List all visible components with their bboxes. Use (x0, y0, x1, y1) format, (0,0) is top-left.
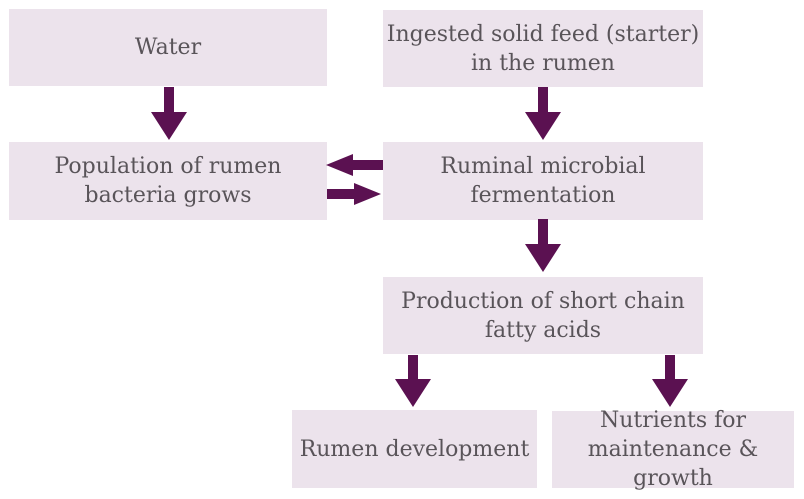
node-bacteria-population-label: Population of rumen bacteria grows (54, 154, 282, 208)
node-water: Water (9, 9, 327, 86)
arrow-bacteria-to-fermentation-icon (327, 183, 381, 205)
arrow-water-to-bacteria-icon (151, 87, 187, 140)
node-fatty-acids-label: Production of short chain fatty acids (401, 288, 685, 343)
node-nutrients: Nutrients for maintenance & growth (552, 408, 794, 491)
node-nutrients-label: Nutrients for maintenance & growth (587, 408, 759, 491)
arrow-fattyacids-to-rumendev-icon (395, 355, 431, 407)
node-ruminal-fermentation-label: Ruminal microbial fermentation (440, 154, 646, 208)
node-fatty-acids: Production of short chain fatty acids (383, 277, 703, 354)
arrow-feed-to-fermentation-icon (525, 87, 561, 140)
arrow-fattyacids-to-nutrients-icon (652, 355, 688, 407)
node-ruminal-fermentation: Ruminal microbial fermentation (383, 142, 703, 220)
arrow-fermentation-to-fattyacids-icon (525, 219, 561, 272)
arrow-fermentation-to-bacteria-icon (326, 154, 383, 176)
node-ingested-feed: Ingested solid feed (starter) in the rum… (383, 10, 703, 87)
node-water-label: Water (134, 35, 202, 60)
node-rumen-development-label: Rumen development (299, 436, 530, 462)
node-rumen-development: Rumen development (292, 410, 537, 488)
node-ingested-feed-label: Ingested solid feed (starter) in the rum… (386, 21, 700, 76)
node-bacteria-population: Population of rumen bacteria grows (9, 142, 327, 220)
